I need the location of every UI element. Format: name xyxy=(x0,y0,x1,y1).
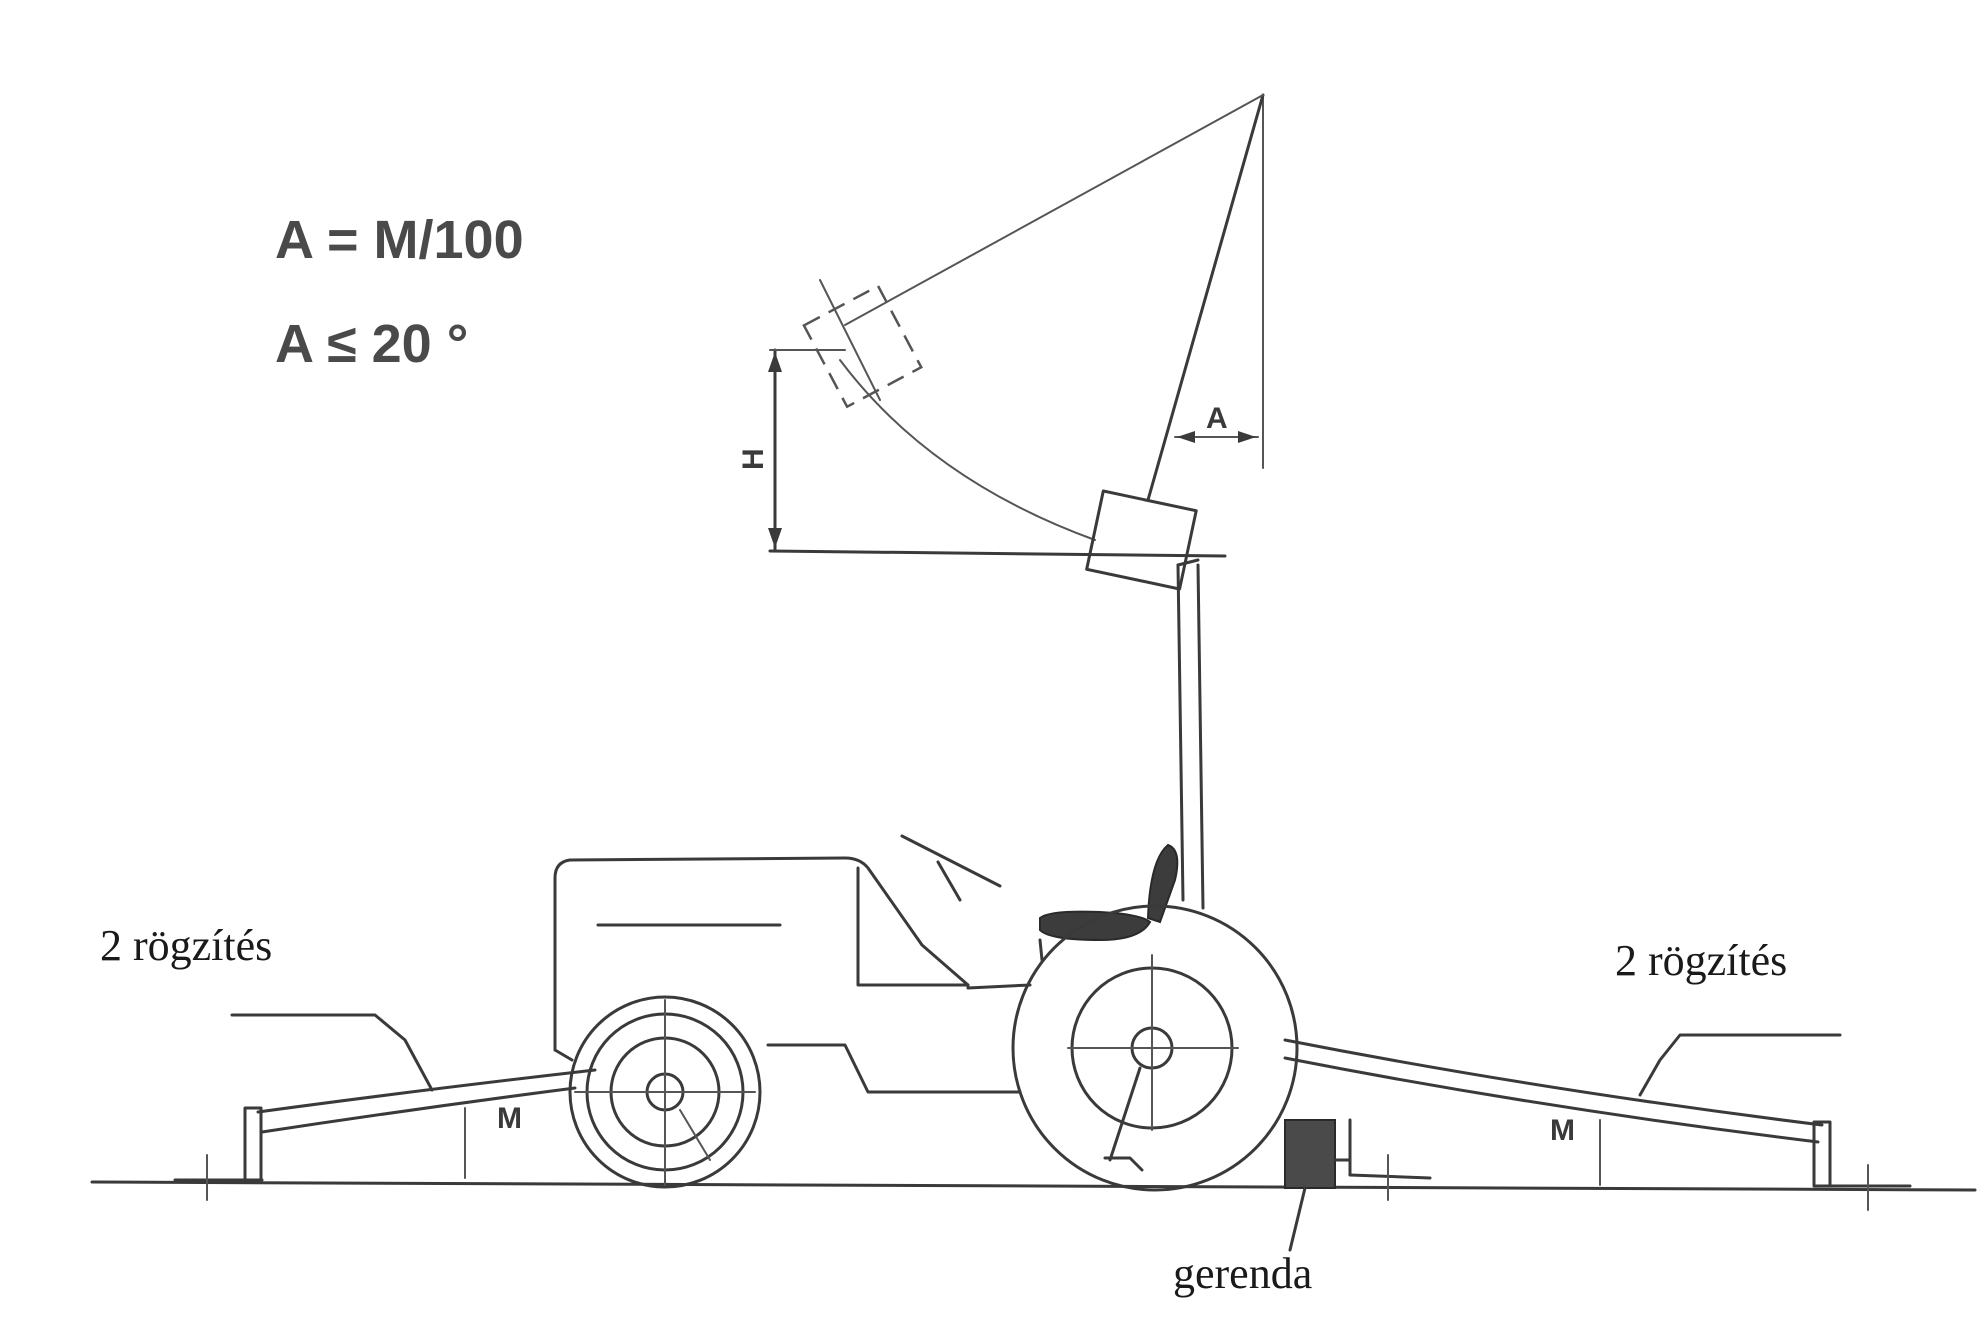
left-fixing-label: 2 rögzítés xyxy=(100,921,272,970)
formula-angle-ratio: A = M/100 xyxy=(275,210,524,270)
beam-label: gerenda xyxy=(1173,1249,1312,1298)
rear-wheel-icon xyxy=(1011,904,1299,1192)
tractor-body xyxy=(553,834,1179,1094)
right-fixing: M xyxy=(1283,1033,1912,1211)
angle-label: A xyxy=(1206,402,1228,435)
ground-line xyxy=(90,1180,1977,1192)
height-label: H xyxy=(737,448,770,470)
height-dimension: H xyxy=(737,348,846,552)
svg-text:M: M xyxy=(497,1102,522,1135)
right-fixing-label: 2 rögzítés xyxy=(1615,936,1787,985)
pendulum-rig xyxy=(768,93,1265,591)
beam-block xyxy=(1284,1118,1432,1252)
angle-dimension: A xyxy=(1174,402,1259,443)
left-fixing: M xyxy=(173,1013,597,1201)
formula-angle-limit: A ≤ 20 ° xyxy=(275,314,468,374)
front-wheel-icon xyxy=(568,995,762,1189)
seat-icon xyxy=(1039,910,1152,942)
svg-text:M: M xyxy=(1550,1114,1575,1147)
rops-post xyxy=(1176,558,1205,910)
